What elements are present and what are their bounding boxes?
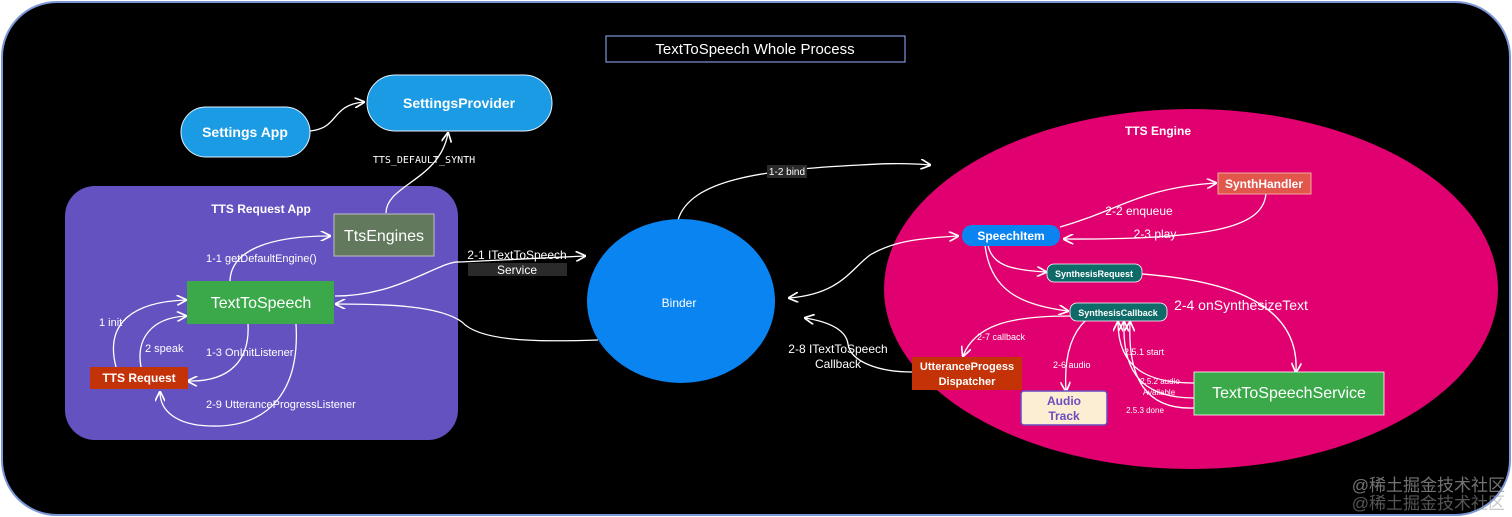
utterance-dispatcher-label-2: Dispatcher [939,376,997,388]
edge-engines-to-provider [385,133,448,214]
synth-handler-label: SynthHandler [1225,177,1303,191]
label-callback-27: 2-7 callback [977,332,1026,342]
tts-engine-label: TTS Engine [1125,124,1191,138]
settings-app-node [180,106,311,158]
settings-provider-label: SettingsProvider [403,95,516,111]
label-audio-available-2: Available [1143,388,1176,397]
label-default-synth: TTS_DEFAULT_SYNTH [373,155,475,166]
label-itts-service-bg [468,263,567,276]
diagram-title: TextToSpeech Whole Process [655,41,854,58]
label-utterance-listener: 2-9 UtteranceProgressListener [206,399,356,411]
label-bind-bg [767,165,807,178]
audio-track-label-2: Track [1048,409,1080,423]
edge-request-speak [139,316,186,368]
watermark-1: @稀土掘金技术社区 [1352,476,1505,495]
tts-request-label: TTS Request [102,371,175,385]
label-on-synthesize: 2-4 onSynthesizeText [1174,297,1308,313]
label-done: 2.5.3 done [1126,406,1164,415]
label-audio-available-1: 2.5.2 audio [1140,377,1180,386]
binder-node [587,219,775,383]
title-box [605,35,906,63]
audio-track-label-1: Audio [1047,394,1081,408]
request-app-label: TTS Request App [211,202,311,216]
tts-engines-node [333,213,435,257]
label-itts-service-1: 2-1 ITextToSpeech [467,248,566,262]
settings-app-label: Settings App [202,124,288,140]
synthesis-request-node [1046,263,1143,283]
edge-tts-to-engines [229,236,330,283]
edge-settings-to-provider [309,102,364,132]
synthesis-request-label: SynthesisRequest [1055,269,1133,279]
edge-request-to-service [1141,273,1296,372]
tts-engine-group [884,109,1498,469]
synthesis-callback-label: SynthesisCallback [1078,308,1159,318]
label-on-init-listener: 1-3 OnInitListener [206,347,294,359]
binder-label: Binder [662,296,697,310]
settings-provider-node [366,74,553,132]
edge-binder-to-tts [336,304,599,342]
edge-play [1064,192,1267,239]
speech-item-node [962,225,1060,246]
tts-service-node [1193,371,1385,416]
edge-utterance-listener [160,323,297,427]
label-get-default-engine: 1-1 getDefaultEngine() [206,253,317,265]
label-audio-26: 2-6 audio [1053,360,1091,370]
edge-speech-to-callback [984,244,1068,311]
edge-audio-available [1124,322,1195,399]
edge-callback-27 [963,315,1071,356]
edge-oninit [188,323,249,381]
edge-itts-service [334,256,585,297]
synthesis-callback-node [1069,302,1168,322]
label-itts-service-2: Service [497,263,537,277]
tts-engines-label: TtsEngines [344,228,424,245]
watermark-2: @稀土掘金技术社区 [1352,494,1505,513]
edge-done [1130,322,1195,409]
label-init: 1 init [99,317,122,329]
edge-audio-26 [1066,319,1087,391]
label-bind: 1-2 bind [769,167,805,178]
edge-speech-to-request [987,244,1046,272]
utterance-dispatcher-label-1: UtteranceProgess [920,361,1014,373]
label-speak: 2 speak [145,343,184,355]
text-to-speech-label: TextToSpeech [211,295,312,312]
label-itts-callback-2: Callback [815,357,862,371]
edge-start [1118,322,1195,384]
label-play: 2-3 play [1134,227,1177,241]
label-itts-callback-1: 2-8 ITextToSpeech [788,342,887,356]
utterance-dispatcher-node [912,357,1022,390]
tts-request-node [90,367,188,389]
tts-service-label: TextToSpeechService [1212,385,1366,402]
edge-binder-speechitem [789,236,958,298]
edge-request-init [112,300,186,368]
text-to-speech-node [187,281,334,324]
synth-handler-node [1217,172,1312,195]
audio-track-node [1020,390,1108,426]
edge-itts-callback [805,318,913,373]
edge-enqueue [1059,183,1216,228]
speech-item-label: SpeechItem [977,229,1044,243]
edges [112,102,1296,427]
label-enqueue: 2-2 enqueue [1105,204,1173,218]
edge-bind [677,164,930,221]
label-start: 2.5.1 start [1124,347,1165,357]
